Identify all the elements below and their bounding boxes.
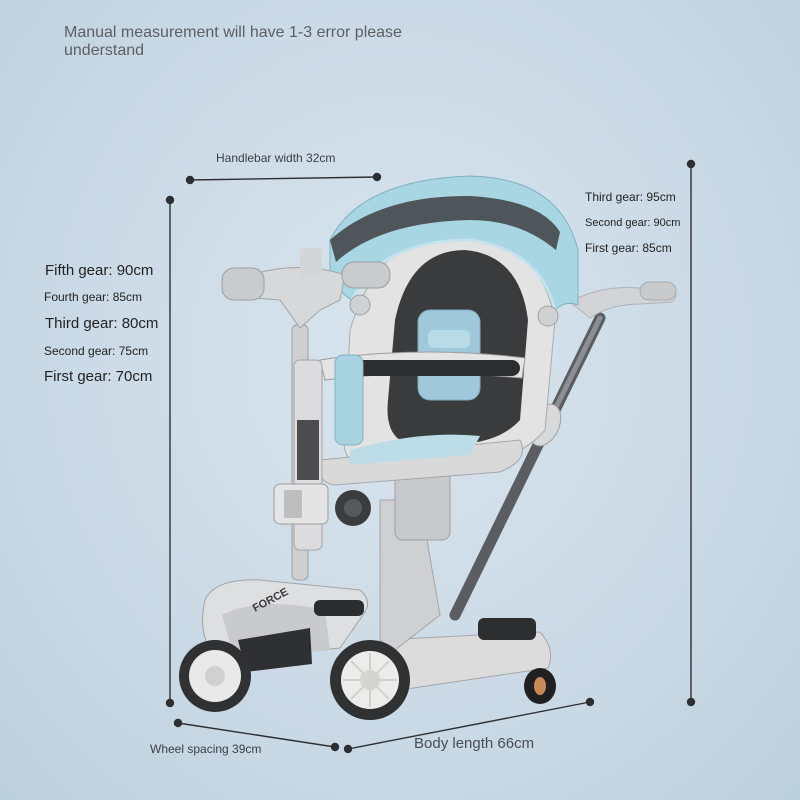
steering-column bbox=[221, 248, 391, 581]
measurement-note: Manual measurement will have 1-3 error p… bbox=[64, 24, 402, 59]
right-gear-item: First gear: 85cm bbox=[585, 241, 672, 255]
body-length-label: Body length 66cm bbox=[414, 735, 535, 752]
safety-bar bbox=[319, 351, 526, 446]
left-gear-item: Third gear: 80cm bbox=[45, 315, 159, 332]
left-gear-item: Fourth gear: 85cm bbox=[44, 290, 143, 304]
push-handle bbox=[449, 281, 677, 621]
left-gear-item: Second gear: 75cm bbox=[44, 344, 149, 358]
front-wheels bbox=[179, 640, 410, 720]
left-gear-item: First gear: 70cm bbox=[44, 368, 153, 385]
handlebar-width-label: Handlebar width 32cm bbox=[216, 151, 336, 165]
left-gear-item: Fifth gear: 90cm bbox=[45, 262, 154, 279]
right-gear-item: Second gear: 90cm bbox=[585, 217, 681, 229]
rear-deck bbox=[377, 618, 556, 704]
right-gear-item: Third gear: 95cm bbox=[585, 190, 676, 204]
front-deck: FORCE bbox=[202, 579, 369, 672]
measurement-lines bbox=[165, 159, 696, 754]
wheel-spacing-label: Wheel spacing 39cm bbox=[150, 742, 262, 756]
seat-post bbox=[335, 469, 451, 651]
